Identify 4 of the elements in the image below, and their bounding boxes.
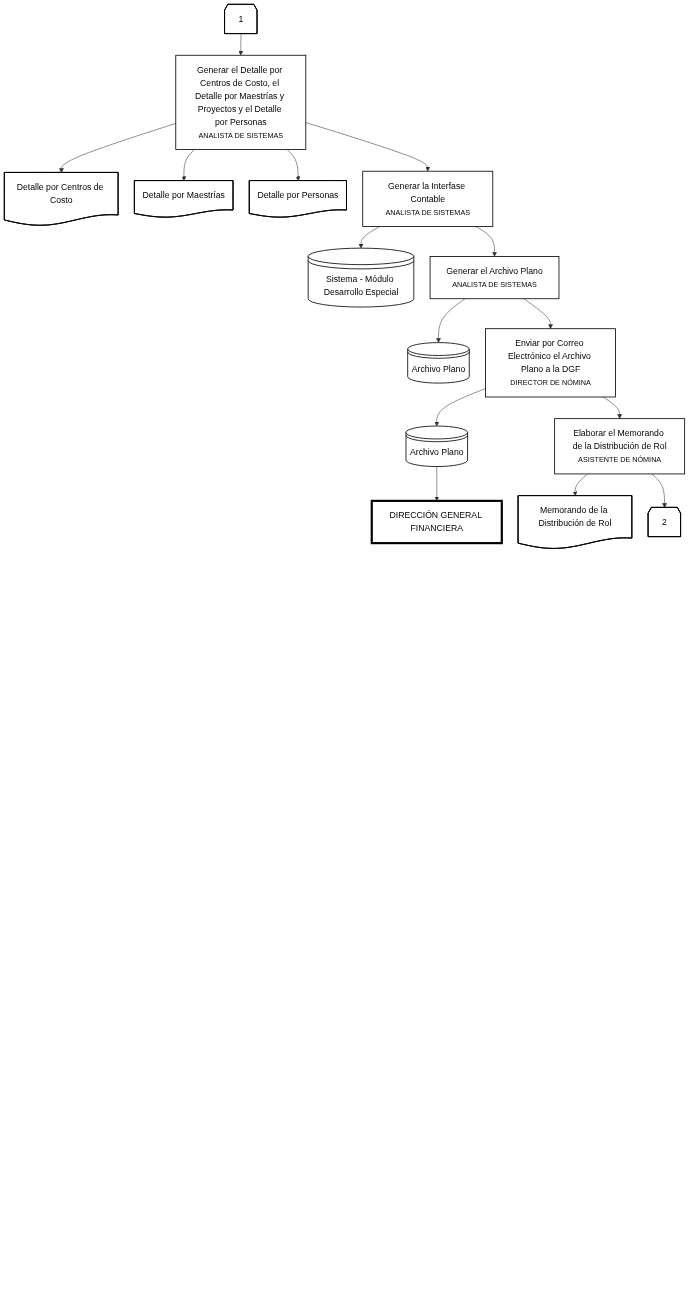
- node-text: Sistema - Módulo Desarrollo Especial: [323, 274, 399, 297]
- node-text: Archivo Plano: [410, 447, 464, 458]
- node-box: DIRECCIÓN GENERAL FINANCIERA: [370, 499, 503, 545]
- node-text: Archivo Plano: [411, 364, 466, 374]
